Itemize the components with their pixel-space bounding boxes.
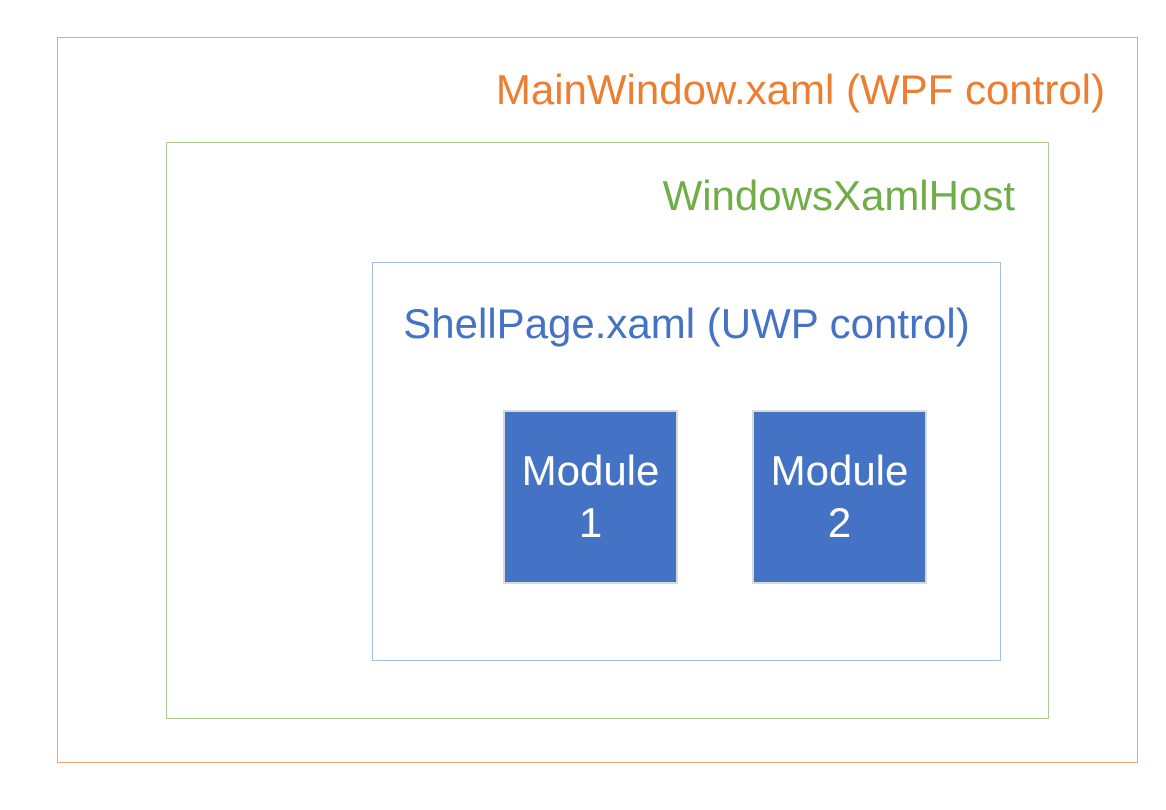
module-2-box: Module 2 [752, 410, 927, 584]
shellpage-box: ShellPage.xaml (UWP control) Module 1 Mo… [372, 262, 1001, 661]
module-1-label-line2: 1 [578, 499, 603, 546]
module-2-label-line2: 2 [827, 499, 852, 546]
mainwindow-label: MainWindow.xaml (WPF control) [495, 66, 1105, 113]
module-1-box: Module 1 [503, 410, 678, 584]
shellpage-label: ShellPage.xaml (UWP control) [403, 300, 970, 347]
module-1-label-line1: Module [521, 446, 660, 494]
mainwindow-box: MainWindow.xaml (WPF control) WindowsXam… [57, 37, 1138, 763]
windowsxamlhost-box: WindowsXamlHost ShellPage.xaml (UWP cont… [166, 142, 1049, 719]
windowsxamlhost-label: WindowsXamlHost [662, 172, 1015, 219]
module-2-label-line1: Module [770, 446, 909, 494]
